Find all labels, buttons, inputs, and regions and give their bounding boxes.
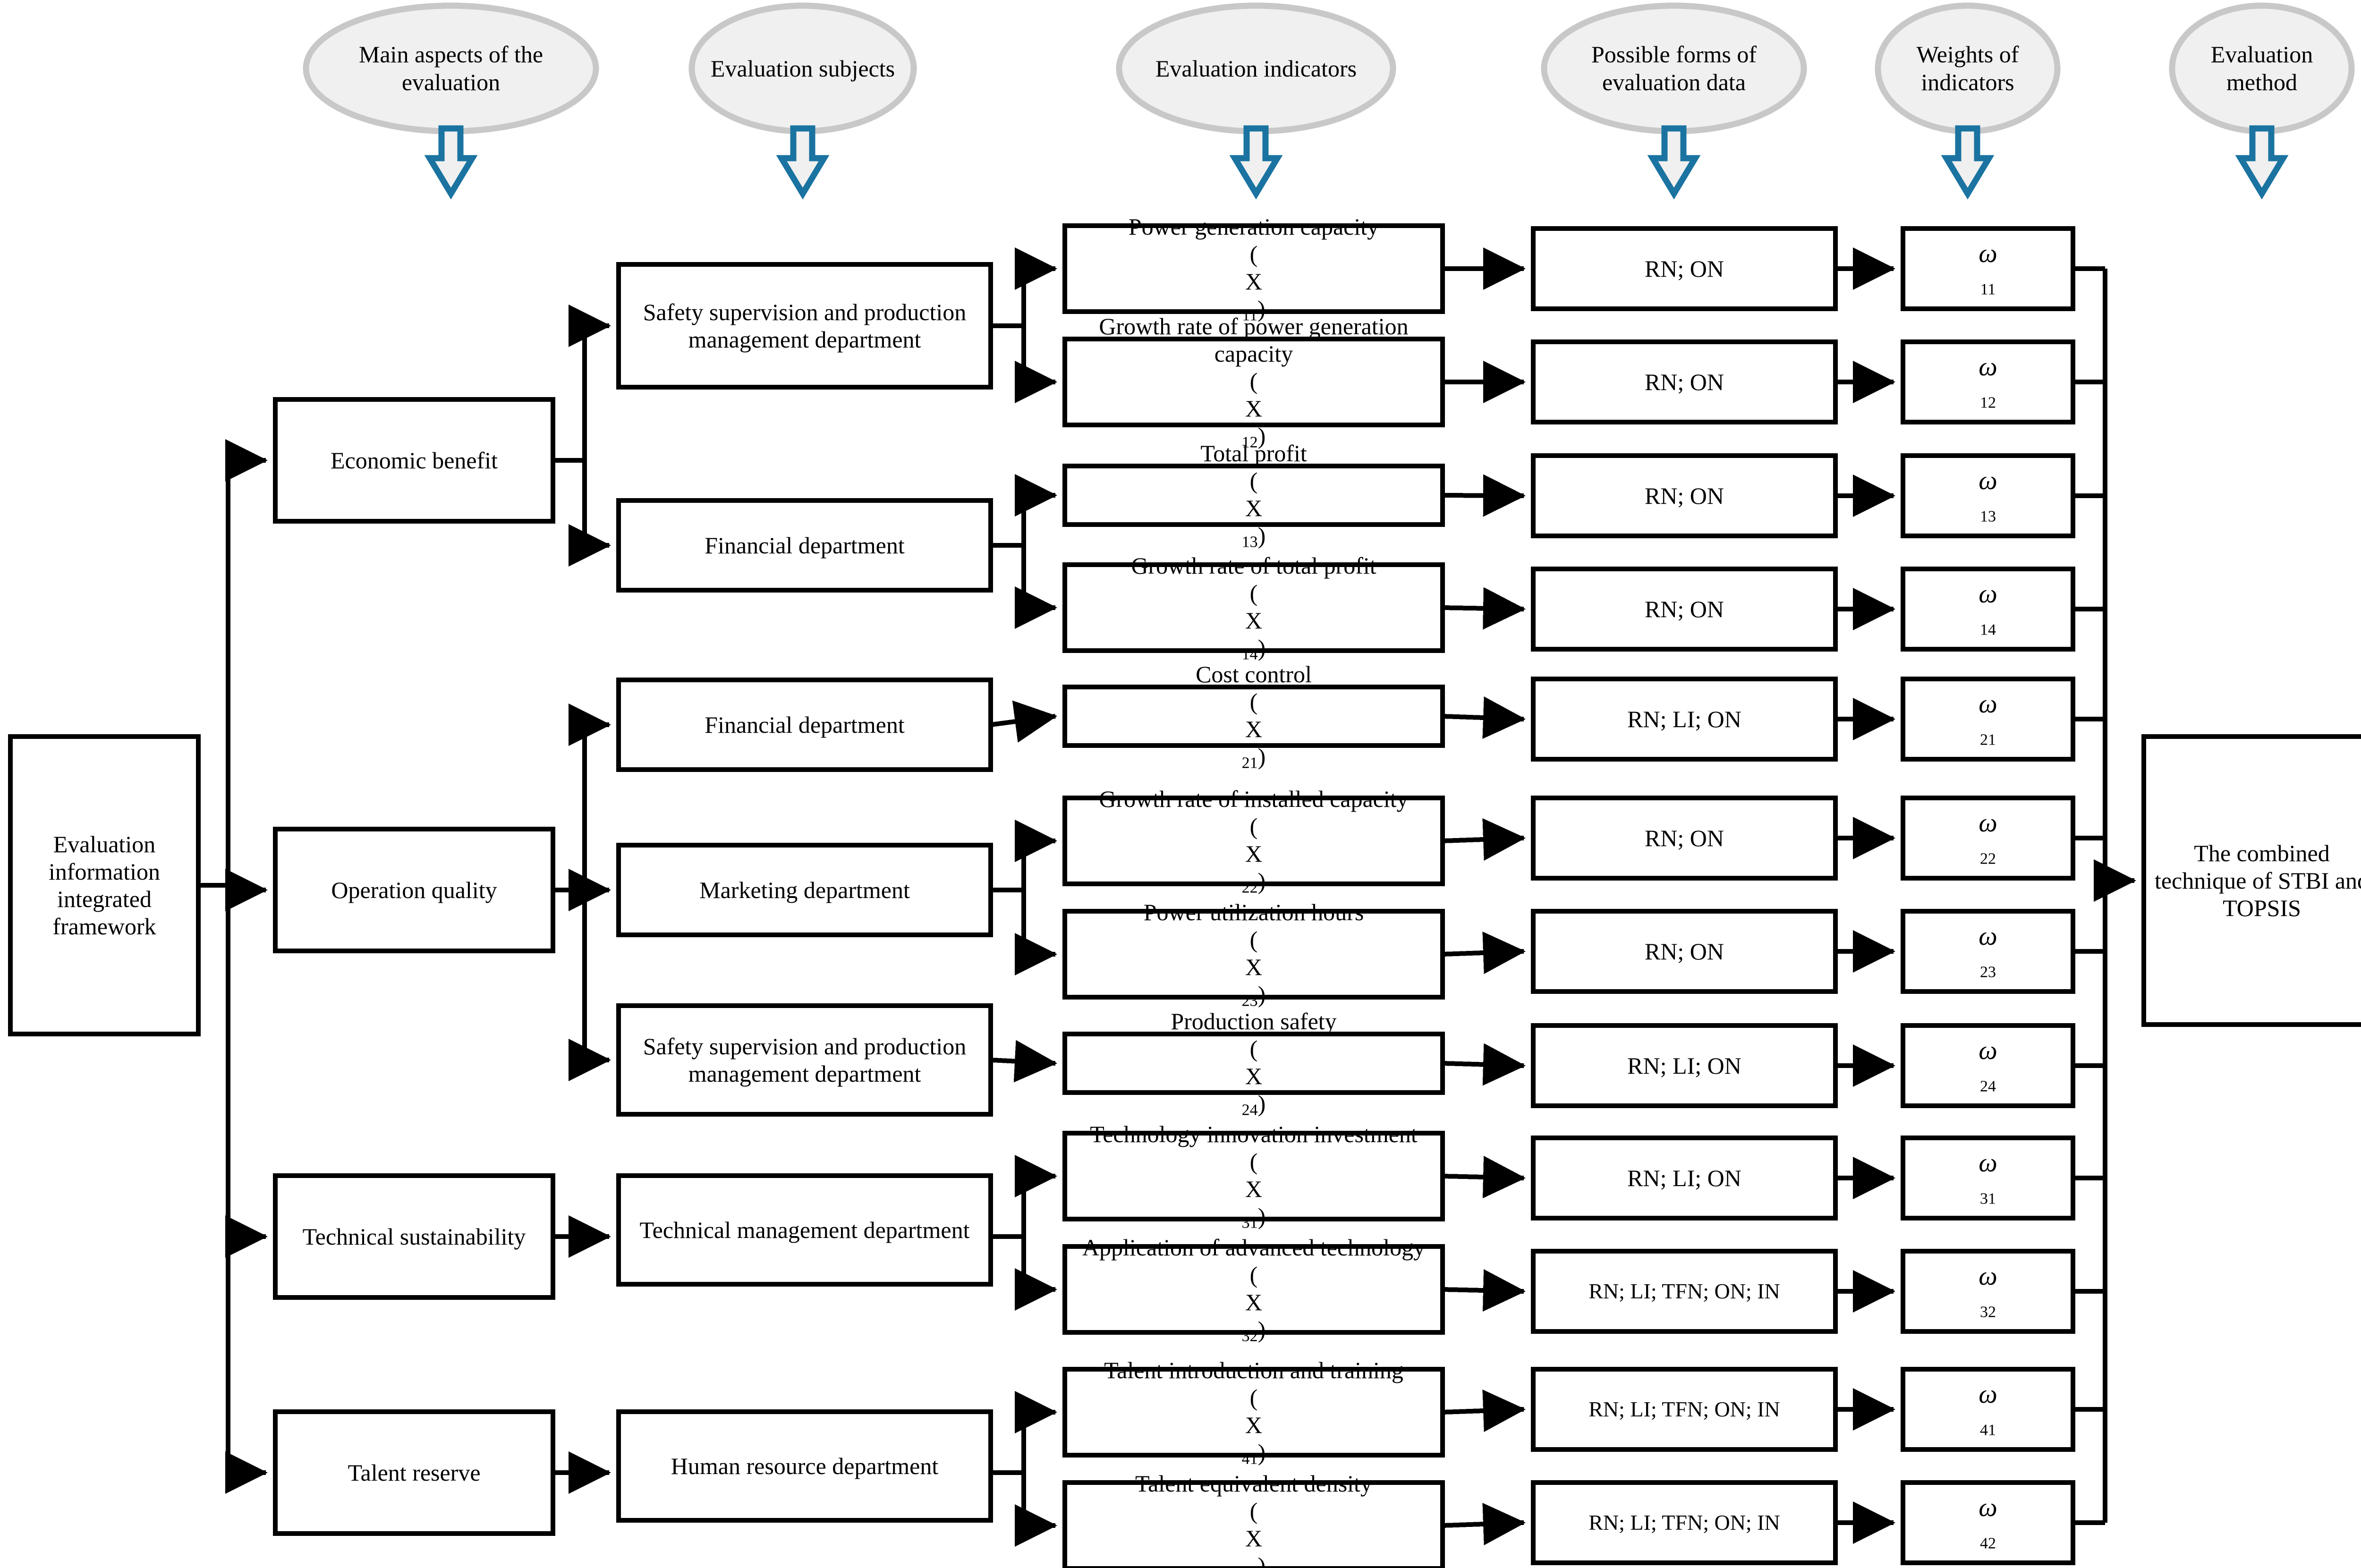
dataform-node-x42[interactable]: RN; LI; TFN; ON; IN bbox=[1588, 1510, 1780, 1535]
aspect-node-economic-benefit[interactable]: Economic benefit bbox=[330, 447, 498, 474]
dataform-node-x23[interactable]: RN; ON bbox=[1644, 938, 1724, 965]
dataform-node-x14[interactable]: RN; ON bbox=[1644, 596, 1724, 622]
dataform-node-x11[interactable]: RN; ON bbox=[1644, 255, 1724, 282]
weight-bus-to-method-connector bbox=[2073, 266, 2136, 1525]
dataform-node-x21[interactable]: RN; LI; ON bbox=[1627, 706, 1741, 732]
header-label-possible-forms: Possible forms of evaluation data bbox=[1591, 41, 1757, 95]
header-ellipses bbox=[303, 2, 2355, 135]
method-node[interactable]: The combined technique of STBI and TOPSI… bbox=[2154, 840, 2361, 921]
header-block-arrows bbox=[424, 125, 2289, 200]
subject-node-financial-1[interactable]: Financial department bbox=[705, 532, 905, 559]
subject-node-safety-supervision-1[interactable]: Safety supervision and production manage… bbox=[643, 299, 967, 353]
aspect-node-operation-quality[interactable]: Operation quality bbox=[331, 877, 497, 903]
header-label-weights: Weights of indicators bbox=[1916, 41, 2019, 95]
root-to-aspect-connectors bbox=[198, 439, 268, 1494]
dataform-node-x41[interactable]: RN; LI; TFN; ON; IN bbox=[1588, 1397, 1780, 1422]
subject-node-technical-management[interactable]: Technical management department bbox=[639, 1217, 970, 1243]
header-label-evaluation-subjects: Evaluation subjects bbox=[710, 55, 895, 82]
subject-node-financial-2[interactable]: Financial department bbox=[705, 712, 905, 738]
subject-node-safety-supervision-2[interactable]: Safety supervision and production manage… bbox=[643, 1033, 967, 1087]
header-label-main-aspects: Main aspects of the evaluation bbox=[358, 41, 544, 95]
header-label-evaluation-indicators: Evaluation indicators bbox=[1155, 55, 1357, 82]
dataform-node-x31[interactable]: RN; LI; ON bbox=[1627, 1165, 1741, 1191]
aspect-node-technical-sustainability[interactable]: Technical sustainability bbox=[302, 1223, 526, 1250]
indicator-node-x42[interactable]: Talent equivalent density (X42) bbox=[1135, 1470, 1372, 1568]
aspect-to-subject-connectors bbox=[553, 305, 611, 1494]
dataform-node-x24[interactable]: RN; LI; ON bbox=[1627, 1052, 1741, 1079]
dataform-node-x12[interactable]: RN; ON bbox=[1644, 369, 1724, 395]
dataform-node-x22[interactable]: RN; ON bbox=[1644, 825, 1724, 851]
dataform-to-weight-connectors bbox=[1835, 247, 1895, 1544]
header-label-evaluation-method: Evaluation method bbox=[2210, 41, 2313, 95]
dataform-node-x13[interactable]: RN; ON bbox=[1644, 483, 1724, 509]
indicator-node-x12[interactable]: Growth rate of power generation capacity… bbox=[1099, 313, 1409, 451]
root-node-label[interactable]: Evaluation information integrated framew… bbox=[48, 831, 161, 940]
node-rectangles bbox=[8, 223, 2361, 1568]
aspect-node-talent-reserve[interactable]: Talent reserve bbox=[348, 1459, 481, 1486]
subject-to-indicator-connectors bbox=[990, 247, 1057, 1547]
subject-node-human-resource[interactable]: Human resource department bbox=[671, 1453, 939, 1479]
dataform-node-x32[interactable]: RN; LI; TFN; ON; IN bbox=[1588, 1279, 1780, 1304]
subject-node-marketing[interactable]: Marketing department bbox=[699, 877, 910, 903]
indicator-to-dataform-connectors bbox=[1442, 247, 1526, 1545]
